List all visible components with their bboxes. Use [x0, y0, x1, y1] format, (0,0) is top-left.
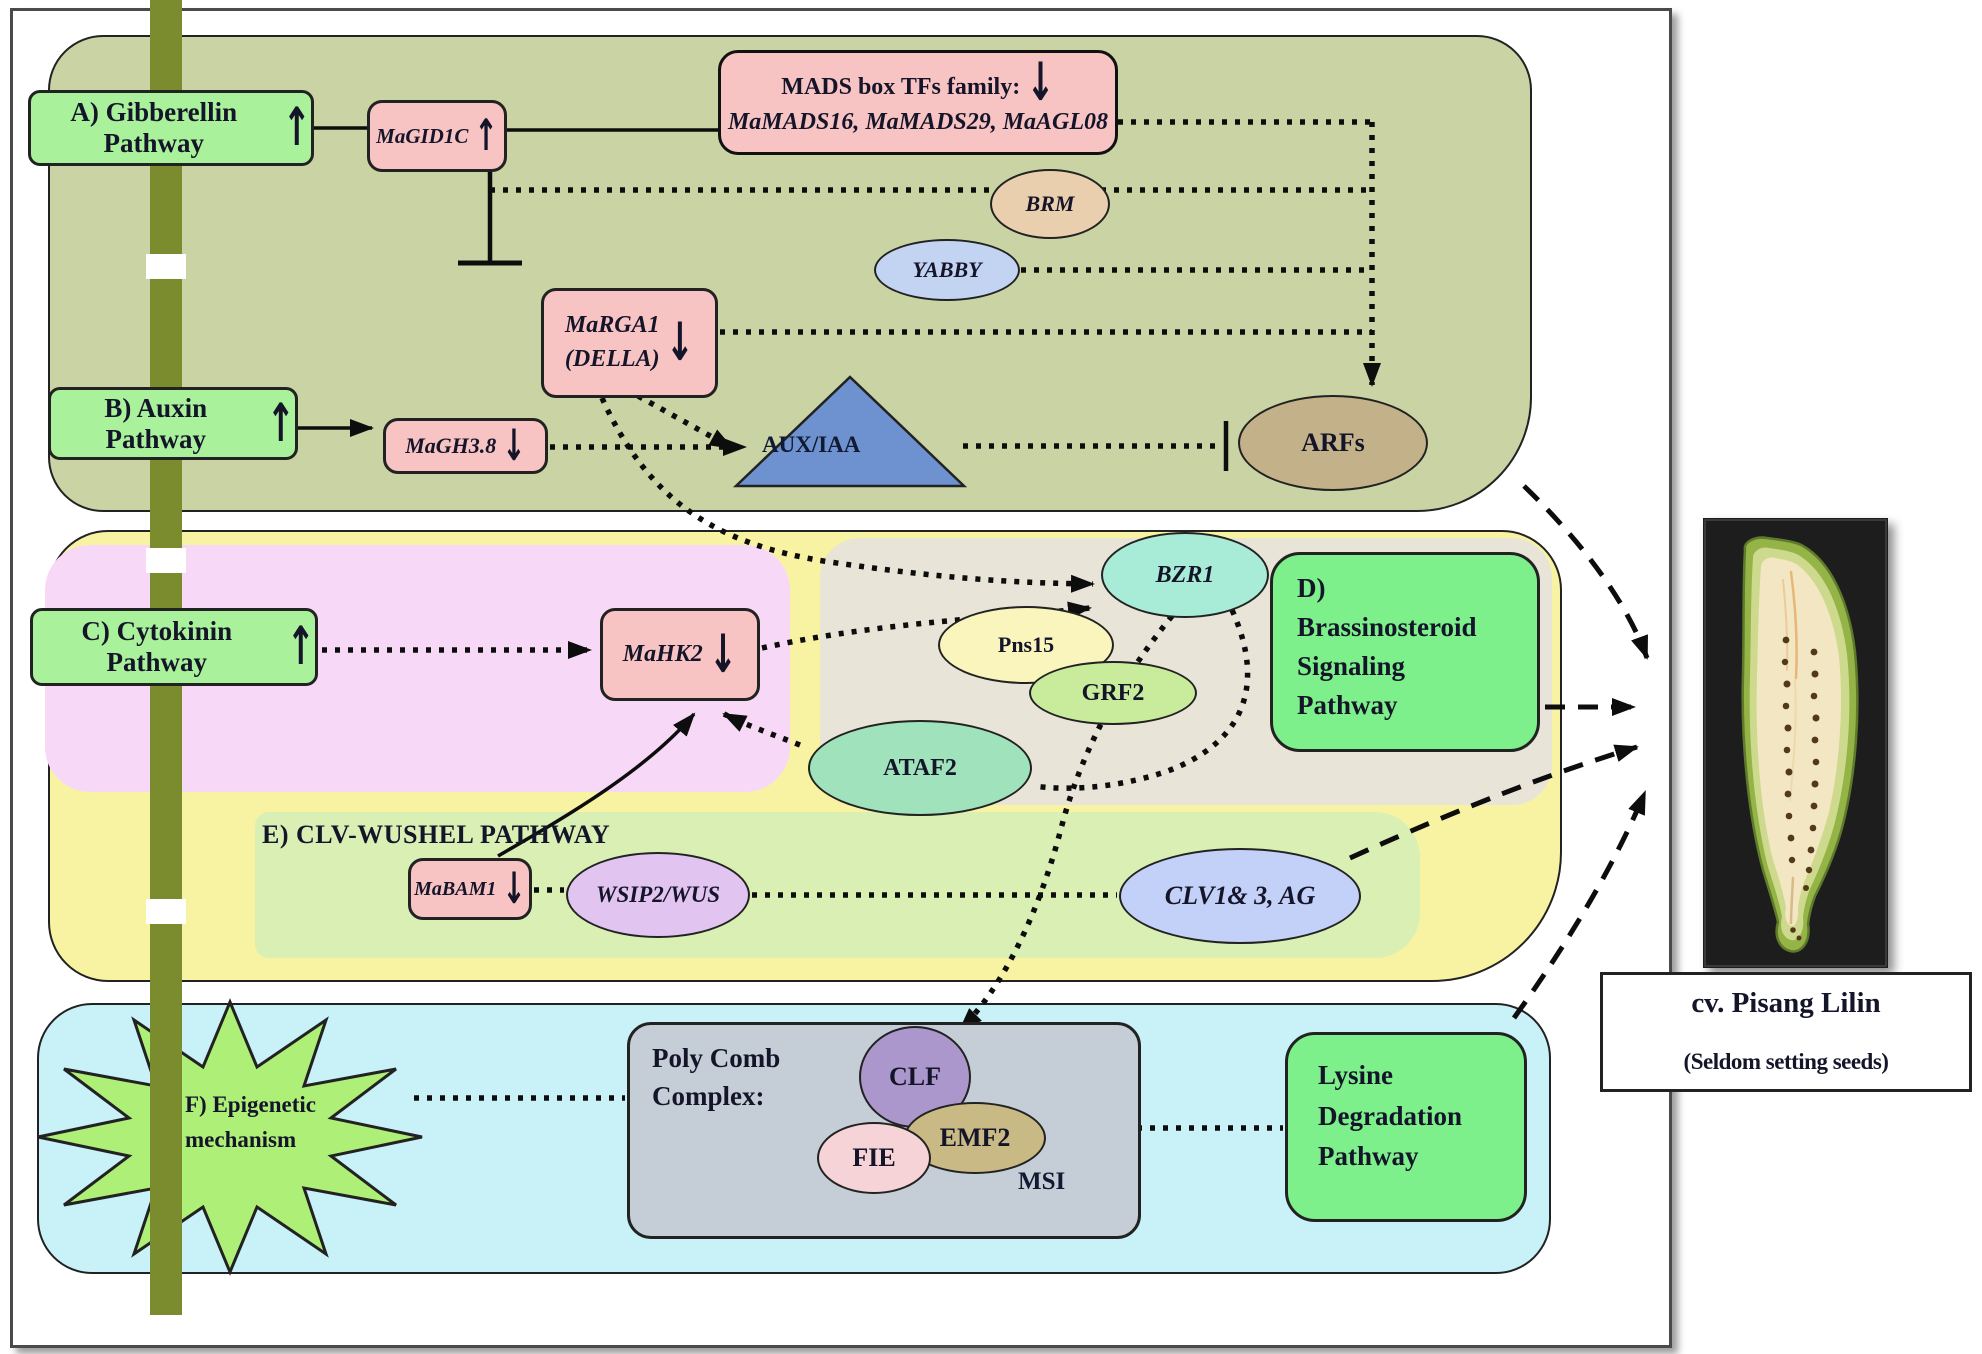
node-magh38: MaGH3.8 ↓ [383, 418, 548, 474]
node-brm: BRM [990, 169, 1110, 239]
label-auxin-pathway: B) Auxin Pathway ↑ [48, 387, 298, 460]
down-arrow-icon: ↓ [502, 862, 526, 914]
auxiaa-triangle [732, 375, 968, 488]
node-arfs: ARFs [1238, 395, 1428, 491]
label-lysine-degradation: Lysine Degradation Pathway [1285, 1032, 1527, 1222]
d-line4: Pathway [1297, 690, 1398, 721]
down-arrow-icon: ↓ [708, 623, 738, 686]
up-arrow-icon: ↑ [282, 97, 312, 159]
node-clv1-3-ag: CLV1& 3, AG [1119, 848, 1361, 944]
cytokinin-label: C) Cytokinin Pathway [81, 616, 233, 677]
magh38-label: MaGH3.8 [405, 433, 497, 458]
down-arrow-icon: ↓ [665, 312, 695, 374]
node-magid1c: MaGID1C ↑ [367, 100, 507, 172]
wsip2-label: WSIP2/WUS [596, 882, 720, 907]
node-mads-family: MADS box TFs family: ↓ MaMADS16, MaMADS2… [718, 50, 1118, 155]
yabby-label: YABBY [912, 257, 982, 282]
lysine-line2: Degradation [1318, 1100, 1462, 1131]
cultivar-caption-box: cv. Pisang Lilin (Seldom setting seeds) [1600, 972, 1972, 1092]
label-cytokinin-pathway: C) Cytokinin Pathway ↑ [30, 608, 318, 686]
marga1-name: MaRGA1 [564, 312, 660, 339]
polycomb-line2: Complex: [652, 1080, 765, 1111]
node-yabby: YABBY [874, 239, 1020, 301]
marga1-lines: MaRGA1 (DELLA) [565, 309, 660, 376]
pns15-label: Pns15 [997, 632, 1055, 657]
cultivar-note: (Seldom setting seeds) [1683, 1049, 1889, 1074]
node-grf2: GRF2 [1029, 661, 1197, 725]
mads-title-row: MADS box TFs family: ↓ [721, 56, 1115, 109]
magid1c-label: MaGID1C [376, 123, 469, 148]
node-bzr1: BZR1 [1101, 532, 1269, 618]
up-arrow-icon: ↑ [266, 392, 296, 455]
clf-label: CLF [889, 1062, 941, 1091]
mabam1-label: MaBAM1 [414, 877, 497, 900]
node-pns15: Pns15 [938, 606, 1114, 684]
polycomb-title: Poly Comb Complex: [652, 1040, 872, 1116]
node-mahk2: MaHK2 ↓ [600, 608, 760, 701]
clv-label: CLV1& 3, AG [1164, 881, 1316, 910]
emf2-label: EMF2 [939, 1123, 1011, 1152]
polycomb-line1: Poly Comb [652, 1043, 781, 1073]
lysine-line1: Lysine [1318, 1060, 1394, 1090]
node-marga1-della: MaRGA1 (DELLA) ↓ [541, 288, 718, 398]
mahk2-label: MaHK2 [622, 641, 703, 667]
mads-genes: MaMADS16, MaMADS29, MaAGL08 [727, 108, 1109, 135]
bzr1-label: BZR1 [1155, 561, 1215, 588]
node-ataf2: ATAF2 [808, 720, 1032, 816]
cultivar-name: cv. Pisang Lilin [1691, 987, 1881, 1019]
gibberellin-label: A) Gibberellin Pathway [70, 97, 238, 158]
label-gibberellin-pathway: A) Gibberellin Pathway ↑ [28, 90, 314, 166]
banana-seeds [1781, 636, 1820, 941]
banana-cross-section-photo [1703, 518, 1888, 968]
stem-gap [146, 548, 186, 573]
label-epigenetic-mechanism: F) Epigenetic mechanism [185, 1088, 405, 1157]
ataf2-label: ATAF2 [883, 754, 957, 781]
d-line2: Brassinosteroid [1297, 612, 1477, 643]
node-wsip2-wus: WSIP2/WUS [566, 852, 750, 938]
fie-label: FIE [852, 1143, 896, 1172]
stem-gap [146, 899, 186, 924]
d-line1: D) [1297, 573, 1326, 603]
node-fie: FIE [817, 1122, 931, 1194]
up-arrow-icon: ↑ [286, 616, 316, 678]
della-name: (DELLA) [564, 346, 660, 372]
down-arrow-icon: ↓ [1026, 51, 1055, 114]
grf2-label: GRF2 [1081, 679, 1145, 706]
f-line2: mechanism [185, 1126, 297, 1152]
msi-label: MSI [1018, 1168, 1066, 1195]
node-mabam1: MaBAM1 ↓ [408, 858, 532, 920]
auxiaa-label: AUX/IAA [762, 432, 861, 457]
label-clv-wushel-pathway: E) CLV-WUSHEL PATHWAY [262, 820, 611, 849]
label-brassinosteroid-pathway: D) Brassinosteroid Signaling Pathway [1270, 552, 1540, 752]
up-arrow-icon: ↑ [474, 109, 498, 161]
f-line1: F) Epigenetic [185, 1092, 316, 1117]
brm-label: BRM [1025, 191, 1075, 216]
auxin-label: B) Auxin Pathway [104, 392, 208, 454]
banana-flesh [1756, 557, 1841, 927]
d-line3: Signaling [1297, 651, 1406, 682]
mads-title: MADS box TFs family: [781, 73, 1021, 100]
down-arrow-icon: ↓ [502, 419, 526, 471]
lysine-line3: Pathway [1318, 1141, 1419, 1171]
arfs-label: ARFs [1301, 428, 1365, 457]
stem-gap [146, 254, 186, 279]
